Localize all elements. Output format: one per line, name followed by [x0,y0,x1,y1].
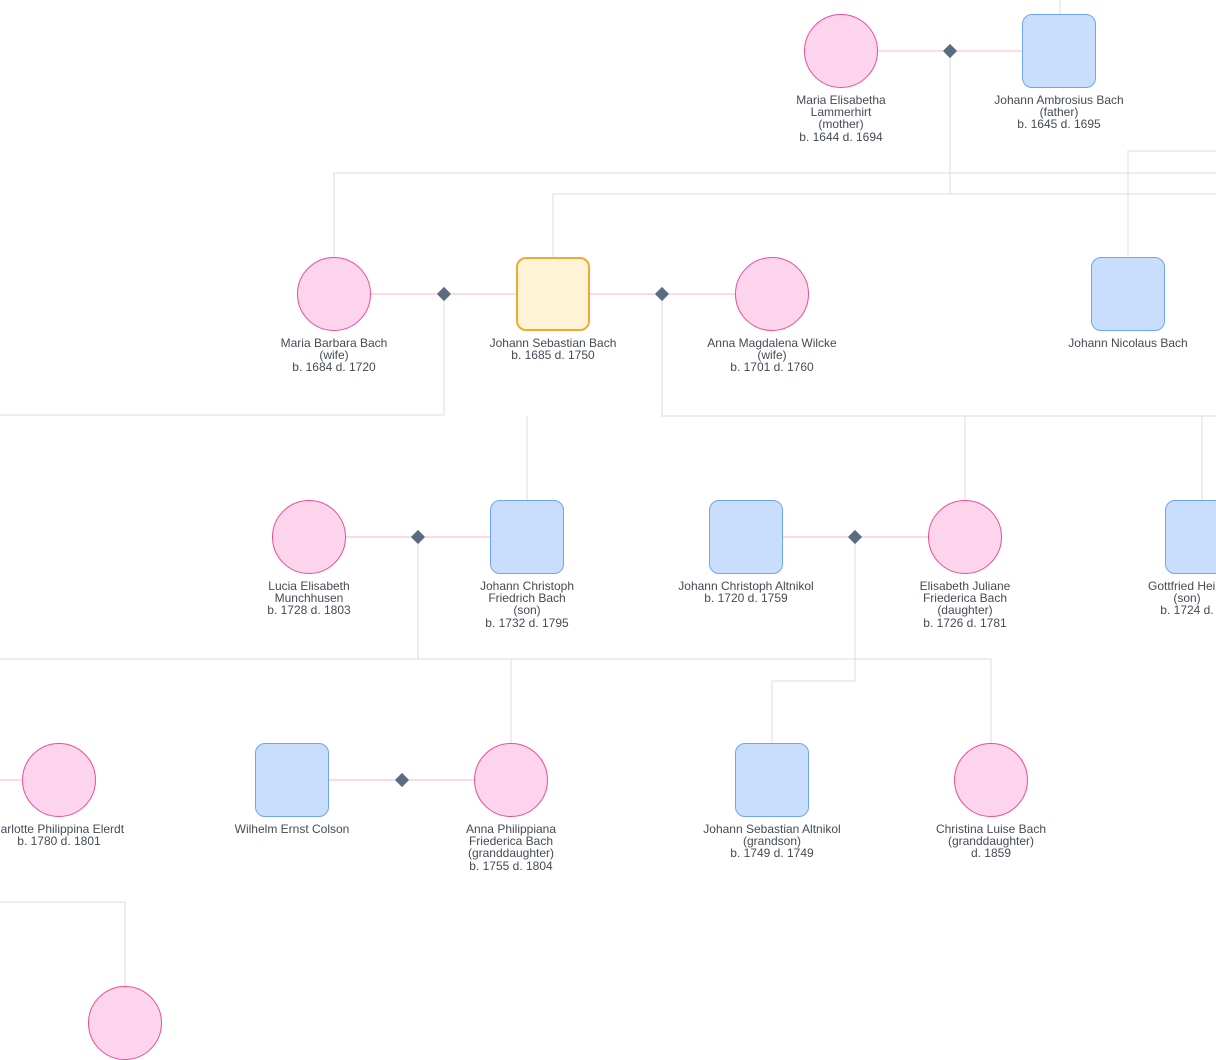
person-name: Friederica Bach [468,834,554,849]
person-name: Elisabeth Juliane [919,579,1011,593]
person-label: Anna Magdalena Wilcke(wife)b. 1701 d. 17… [677,337,867,374]
child-connector [1127,150,1216,257]
person-node-anna-magdalena[interactable] [735,257,809,331]
person-role: (daughter) [937,603,993,618]
person-label: Wilhelm Ernst Colson [197,823,387,835]
person-role: (grandson) [742,834,802,849]
person-name: Friederica Bach [922,591,1008,606]
person-label: Johann Sebastian Altnikol(grandson)b. 17… [677,823,867,860]
person-node-js-altnikol[interactable] [735,743,809,817]
person-role: (wife) [757,348,787,363]
person-role: (granddaughter) [947,834,1035,849]
child-connector [418,658,992,743]
person-name: Johann Sebastian Altnikol [703,822,841,836]
person-dates: b. 1720 d. 1759 [704,591,788,606]
person-node-elisabeth-juliane[interactable] [928,500,1002,574]
person-dates: b. 1685 d. 1750 [511,348,595,363]
child-connector [0,294,445,416]
person-name: Wilhelm Ernst Colson [234,822,350,836]
union-marker[interactable] [436,286,452,302]
person-label: Christina Luise Bach(granddaughter)d. 18… [896,823,1086,860]
person-role: (mother) [818,117,864,132]
person-dates: b. 1645 d. 1695 [1017,117,1101,132]
person-dates: b. 1780 d. 1801 [17,834,101,849]
person-name: Maria Barbara Bach [280,336,388,350]
pedigree-connectors [0,0,1216,986]
person-role: (son) [1173,591,1201,606]
person-name: harlotte Philippina Elerdt [0,822,125,836]
person-name: Johann Nicolaus Bach [1068,336,1188,350]
person-dates: b. 1701 d. 1760 [730,360,814,375]
person-role: (wife) [319,348,349,363]
person-dates: d. 1859 [970,846,1012,861]
person-node-maria-barbara[interactable] [297,257,371,331]
person-node-christina-luise[interactable] [954,743,1028,817]
person-name: Johann Christoph [479,579,575,593]
person-node-charlotte[interactable] [22,743,96,817]
person-name: Munchhusen [274,591,344,606]
person-name: Johann Sebastian Bach [489,336,617,350]
person-dates: b. 1749 d. 1749 [730,846,814,861]
child-connector [771,537,856,743]
person-name: Gottfried Heinr [1147,579,1216,593]
child-connector [333,172,1216,257]
person-name: Friedrich Bach [488,591,566,606]
person-name: Lammerhirt [810,105,872,120]
person-node-js-bach[interactable] [516,257,590,331]
person-dates: b. 1732 d. 1795 [485,615,569,630]
person-name: Anna Magdalena Wilcke [707,336,837,350]
person-node-anna-philippiana[interactable] [474,743,548,817]
person-name: Maria Elisabetha [796,93,886,107]
person-label: Johann Nicolaus Bach [1033,337,1216,349]
person-node-lucia-elisabeth[interactable] [272,500,346,574]
union-marker[interactable] [654,286,670,302]
person-name: Lucia Elisabeth [268,579,350,593]
person-label: Johann Ambrosius Bach(father)b. 1645 d. … [964,94,1154,131]
person-node-johann-ambrosius[interactable] [1022,14,1096,88]
person-dates: b. 1726 d. 1781 [923,615,1007,630]
person-node-johann-nicolaus[interactable] [1091,257,1165,331]
person-name: Johann Ambrosius Bach [994,93,1124,107]
union-marker[interactable] [394,772,410,788]
person-dates: b. 1724 d. [1160,603,1214,618]
person-dates: b. 1644 d. 1694 [799,129,883,144]
union-marker[interactable] [942,43,958,59]
person-role: (son) [513,603,541,618]
person-name: Anna Philippiana [465,822,557,836]
person-dates: b. 1728 d. 1803 [267,603,351,618]
person-role: (father) [1039,105,1079,120]
person-name: Johann Christoph Altnikol [678,579,814,593]
union-marker[interactable] [410,529,426,545]
person-node-jc-friedrich[interactable] [490,500,564,574]
person-dates: b. 1684 d. 1720 [292,360,376,375]
person-node-maria-elisabetha[interactable] [804,14,878,88]
person-role: (granddaughter) [467,846,555,861]
person-dates: b. 1755 d. 1804 [469,858,553,873]
person-node-wilhelm-ernst[interactable] [255,743,329,817]
person-node-bottom-person[interactable] [88,986,162,1060]
person-label: Gottfried Heinr(son)b. 1724 d. [1092,580,1216,617]
union-marker[interactable] [847,529,863,545]
person-name: Christina Luise Bach [935,822,1047,836]
child-connector [661,294,1216,417]
person-label: Maria Barbara Bach(wife)b. 1684 d. 1720 [239,337,429,374]
child-connector [0,901,126,986]
child-connector [552,193,950,257]
person-node-gottfried[interactable] [1165,500,1216,574]
person-node-jc-altnikol[interactable] [709,500,783,574]
